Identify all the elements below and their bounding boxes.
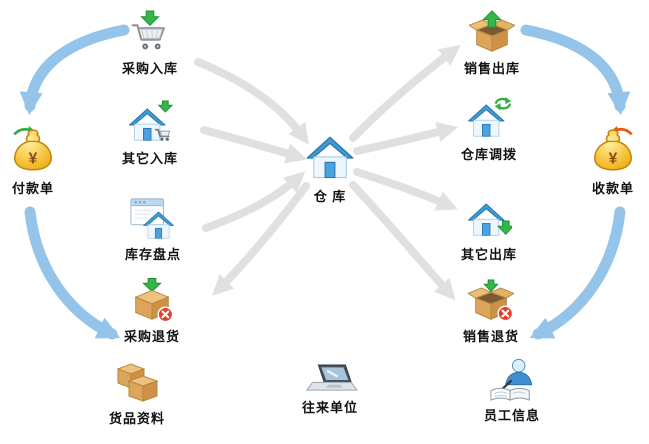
node-label: 货品资料: [108, 411, 166, 426]
arrow-payment-to-purchase-return: [24, 206, 121, 340]
node-goods[interactable]: 货品资料: [109, 358, 165, 427]
arrow-warehouse-to-transfer: [353, 121, 459, 155]
arrow-purchase-in-to-payment: [19, 24, 130, 116]
cart-green-down-arrow-icon: [127, 10, 173, 56]
node-partners[interactable]: 往来单位: [302, 364, 358, 416]
arrow-warehouse-to-sales-return: [349, 181, 456, 301]
node-stock-count[interactable]: 库存盘点: [125, 196, 181, 263]
node-label: 往来单位: [301, 400, 359, 415]
window-with-house-icon: [130, 196, 176, 242]
svg-text:¥: ¥: [29, 151, 38, 168]
arrow-warehouse-to-purchase-return: [212, 182, 310, 296]
blue-house-icon: [304, 132, 356, 184]
node-label: 销售出库: [463, 61, 521, 76]
house-transfer-arrows-icon: [466, 96, 512, 142]
node-label: 付款单: [11, 181, 54, 196]
node-label: 收款单: [591, 181, 634, 196]
arrow-sales-out-to-receipt: [520, 24, 631, 116]
node-purchase-in[interactable]: 采购入库: [122, 10, 178, 77]
box-red-x-green-arrow-icon: [129, 278, 175, 324]
node-label: 其它入库: [121, 151, 179, 166]
arrow-other-in-to-warehouse: [200, 126, 307, 164]
node-sales-out[interactable]: 销售出库: [464, 10, 520, 77]
node-label: 仓库调拨: [460, 147, 518, 162]
node-transfer[interactable]: 仓库调拨: [461, 96, 517, 163]
node-employee[interactable]: 员工信息: [484, 357, 540, 424]
node-other-out[interactable]: 其它出库: [461, 196, 517, 263]
arrow-stock-count-to-warehouse: [202, 171, 306, 232]
node-purchase-return[interactable]: 采购退货: [124, 278, 180, 345]
node-label: 仓 库: [313, 189, 347, 204]
node-other-in[interactable]: 其它入库: [122, 100, 178, 167]
open-box-green-up-arrow-icon: [467, 10, 517, 56]
stacked-boxes-icon: [113, 358, 161, 406]
node-label: 库存盘点: [124, 247, 182, 262]
node-receipt[interactable]: ¥ 收款单: [588, 126, 638, 197]
laptop-icon: [302, 364, 358, 395]
arrow-warehouse-to-sales-out: [349, 44, 461, 142]
node-label: 员工信息: [483, 408, 541, 423]
node-payment[interactable]: ¥ 付款单: [8, 126, 58, 197]
node-label: 销售退货: [462, 329, 520, 344]
node-label: 采购入库: [121, 61, 179, 76]
house-with-cart-icon: [127, 100, 174, 146]
node-label: 其它出库: [460, 247, 518, 262]
gold-money-bag-green-arrow-icon: ¥: [8, 126, 58, 176]
arrow-warehouse-to-other-out: [353, 168, 458, 211]
arrow-purchase-in-to-warehouse: [194, 58, 309, 145]
open-box-red-x-icon: [466, 278, 516, 324]
arrow-receipt-to-sales-return: [529, 206, 626, 340]
person-writing-book-icon: [487, 357, 537, 403]
node-sales-return[interactable]: 销售退货: [463, 278, 519, 345]
gold-money-bag-red-arrow-icon: ¥: [588, 126, 638, 176]
house-green-down-arrow-icon: [466, 196, 515, 242]
node-label: 采购退货: [123, 329, 181, 344]
svg-text:¥: ¥: [609, 151, 618, 168]
node-warehouse[interactable]: 仓 库: [304, 132, 356, 205]
